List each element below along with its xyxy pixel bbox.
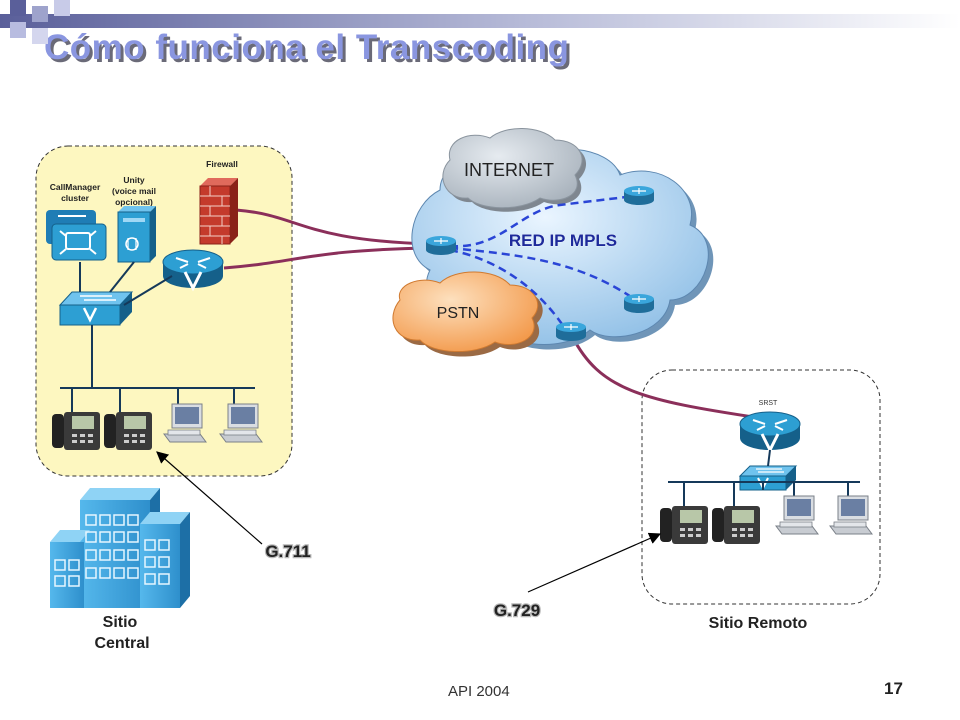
page-number: 17 [884,679,903,698]
ip-phone-icon [52,412,100,450]
remote-site-cabling [668,449,860,506]
building-label-line2: Central [94,635,149,652]
remote-site-label: Sitio Remoto [709,615,808,632]
wan-links [223,208,761,420]
mpls-label: RED IP MPLS [509,231,617,250]
cloud-router-north [624,186,654,205]
pc-workstation-icon [163,403,207,443]
unity-label-line2: (voice mail [112,186,156,196]
pc-workstation-icon [775,495,819,535]
codec-arrows [156,451,662,593]
building-label-line1: Sitio [103,614,138,631]
srst-label: SRST [759,400,778,407]
unity-label-line3: opcional) [115,197,153,207]
internet-label: INTERNET [464,160,554,180]
firewall-icon [199,178,238,245]
mpls-dashed-paths [449,193,641,331]
callmanager-server-icon [46,210,107,261]
cloud-router-west [426,236,456,255]
unity-server-icon [117,206,156,263]
central-switch-icon [58,291,134,326]
callmanager-label-line2: cluster [61,193,90,203]
central-router-icon [162,249,224,292]
codec-label-central: G.711 [265,542,310,561]
pc-workstation-icon [219,403,263,443]
callmanager-label-line1: CallManager [50,182,101,192]
remote-router-icon [739,411,801,454]
building-icon [50,488,190,608]
ip-phone-icon [104,412,152,450]
title-decoration [0,0,960,44]
slide-title: Cómo funciona el Transcoding [44,28,570,67]
central-site-cabling [60,261,255,412]
cloud-router-south [556,322,586,341]
ip-phone-icon [660,506,708,544]
pstn-label: PSTN [437,305,480,322]
codec-label-remote: G.729 [494,601,540,620]
firewall-label: Firewall [206,159,238,169]
slide-footer: API 2004 [448,683,510,700]
unity-label-line1: Unity [123,175,145,185]
ip-phone-icon [712,506,760,544]
internet-cloud [442,128,587,212]
remote-switch-icon [738,465,798,491]
pc-workstation-icon [829,495,873,535]
pstn-cloud [392,271,543,357]
cloud-router-east [624,294,654,313]
